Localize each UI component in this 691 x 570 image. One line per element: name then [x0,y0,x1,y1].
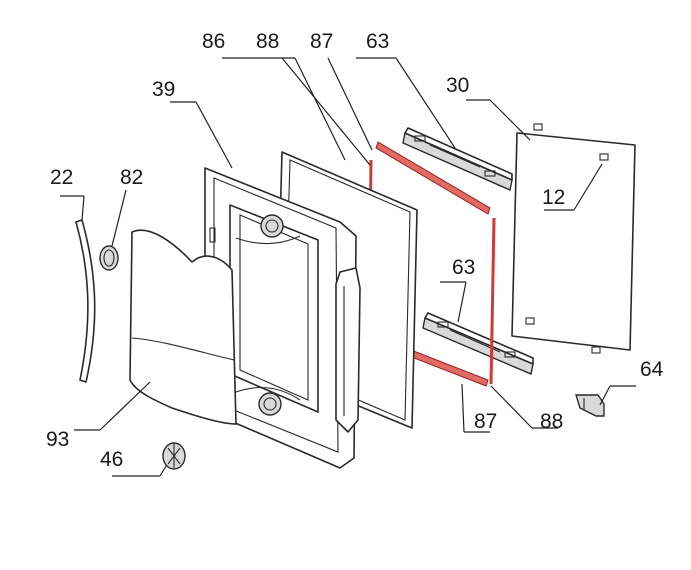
label-93: 93 [46,428,69,451]
label-30: 30 [446,74,469,97]
label-64: 64 [640,358,664,381]
part-39-door-frame [204,167,357,469]
label-22: 22 [50,166,73,189]
label-63-top: 63 [366,30,389,53]
label-86: 86 [202,30,225,53]
label-63-mid: 63 [452,256,475,279]
part-82-round-cap [99,245,119,271]
part-88-right-gasket [489,217,496,385]
label-39: 39 [152,78,175,101]
part-64-clip [575,394,605,417]
label-87-bottom: 87 [474,410,497,433]
label-46: 46 [100,448,123,471]
part-63-mid-bracket [422,312,534,375]
part-22-curved-trim [75,219,96,383]
door-handle [335,267,361,433]
leader-lines [60,57,636,477]
label-82: 82 [120,166,143,189]
part-87-top-gasket [375,141,491,215]
label-87-top: 87 [310,30,333,53]
label-88-bottom: 88 [540,410,563,433]
part-63-top-bracket [402,127,513,191]
label-88-top: 88 [256,30,279,53]
part-46-knob [162,442,186,470]
label-12: 12 [542,186,565,209]
part-labels: 86 88 87 63 30 39 22 82 12 63 64 87 88 9… [46,30,664,471]
part-30-glass-panel [511,123,636,354]
part-93-cover-panel [129,229,237,425]
